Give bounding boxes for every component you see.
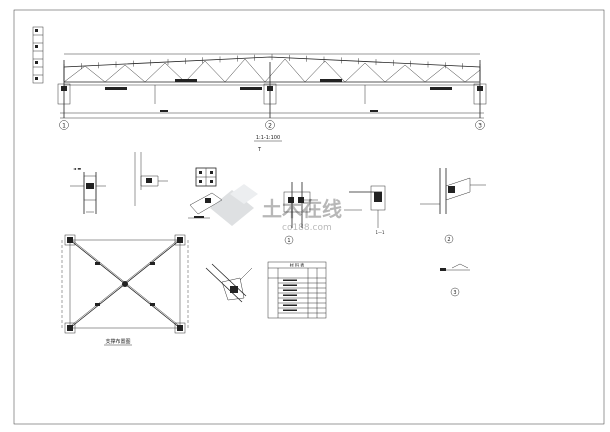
detail-column-cap: ◄ ▬ (70, 166, 106, 214)
mark-t: T (257, 147, 262, 153)
svg-text:2: 2 (268, 123, 272, 130)
detail-mark-2: 2 (444, 234, 454, 244)
svg-text:3: 3 (478, 123, 482, 130)
schedule-cell-text (283, 299, 297, 301)
detail-mark-3: 3 (450, 287, 460, 297)
truss-elevation (57, 53, 487, 119)
sheet-border (13, 9, 605, 425)
schedule-cell-text (283, 294, 297, 296)
truss-title: 1:1-1:100 (256, 135, 280, 141)
detail-diagonal-connection (205, 263, 253, 303)
axis-bubble-left: 1 (59, 120, 69, 130)
svg-text:3: 3 (453, 290, 456, 296)
schedule-cell-text (283, 289, 297, 291)
svg-text:◄ ▬: ◄ ▬ (73, 166, 81, 171)
svg-text:土木在线: 土木在线 (262, 197, 342, 221)
svg-text:1: 1 (62, 123, 66, 130)
axis-bubble-middle: 2 (265, 120, 275, 130)
detail-joint-2 (344, 185, 386, 228)
section-label: 1—1 (375, 230, 385, 235)
schedule-cell-text (283, 309, 297, 311)
schedule-cell-text (283, 304, 297, 306)
detail-mark-1: 1 (284, 235, 294, 245)
axis-bubble-right: 3 (475, 120, 485, 130)
schedule-cell-text (283, 279, 297, 281)
detail-joint-3 (420, 168, 486, 214)
bracing-title: 支撑布置图 (105, 338, 130, 345)
svg-text:1: 1 (287, 238, 290, 244)
detail-knee (134, 152, 168, 206)
schedule-cell-text (283, 284, 297, 286)
bracing-plan (61, 234, 189, 334)
material-schedule (267, 261, 327, 319)
title-strip (32, 26, 44, 84)
schedule-title: 材 料 表 (290, 262, 305, 268)
detail-joint-1 (283, 182, 318, 228)
detail-gusset (188, 167, 223, 219)
watermark: 土木在线 co188.com (210, 184, 342, 233)
svg-text:co188.com: co188.com (282, 223, 332, 233)
svg-text:2: 2 (447, 237, 450, 243)
detail-small-purlin (440, 263, 470, 271)
